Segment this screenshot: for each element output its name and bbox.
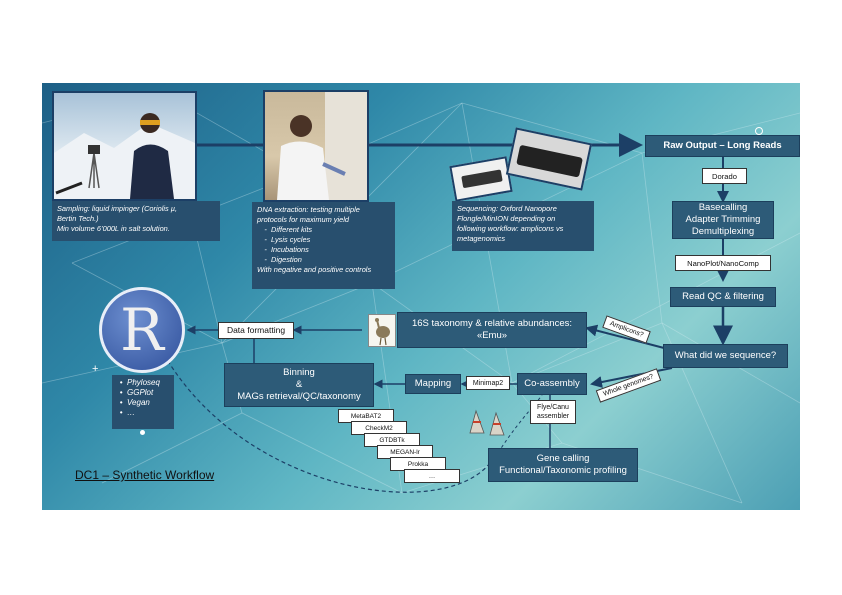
extraction-caption-item: Lysis cycles	[271, 235, 390, 245]
sequencing-photo	[449, 127, 602, 202]
r-package-item: Vegan	[127, 398, 169, 408]
traffic-cones-icon	[469, 409, 505, 436]
binning-line: Binning	[283, 367, 315, 378]
binning-line: &	[295, 379, 303, 390]
tool-item: MetaBAT2	[338, 409, 394, 423]
sequencing-caption-line: following workflow: amplicons vs	[457, 224, 564, 233]
emu-icon	[375, 318, 390, 346]
extraction-caption-list: Different kits Lysis cycles Incubations …	[257, 225, 390, 265]
sparkle-plus-icon: +	[92, 363, 99, 375]
tool-label: …	[428, 472, 436, 480]
sampling-caption: Sampling: liquid impinger (Coriolis µ, B…	[52, 201, 220, 241]
sequencing-caption-line: metagenomics	[457, 234, 506, 243]
sequencing-caption-line: Flongle/MinION depending on	[457, 214, 556, 223]
binning-node: Binning & MAGs retrieval/QC/taxonomy	[224, 363, 374, 407]
tool-label: GTDBTk	[379, 436, 405, 444]
extraction-caption-item: Different kits	[271, 225, 390, 235]
tool-label: MEGAN-lr	[390, 448, 420, 456]
dorado-label: Dorado	[712, 171, 737, 181]
minimap-label: Minimap2	[472, 379, 504, 387]
minimap-node: Minimap2	[466, 376, 510, 390]
mapping-node: Mapping	[405, 374, 461, 394]
r-logo-letter: R	[120, 296, 164, 364]
basecalling-line: Adapter Trimming	[685, 214, 761, 225]
what-sequence-node: What did we sequence?	[663, 344, 788, 368]
coassembly-node: Co-assembly	[517, 373, 587, 395]
minion-device	[505, 127, 593, 191]
arrow-what-to-taxonomy	[585, 324, 665, 349]
r-logo: R	[99, 287, 185, 373]
taxonomy-line: 16S taxonomy & relative abundances:	[411, 318, 572, 329]
slide-title: DC1 – Synthetic Workflow	[75, 468, 215, 482]
flye-node: Flye/Canu assembler	[530, 400, 576, 424]
flye-line: Flye/Canu	[537, 404, 569, 411]
read-qc-label: Read QC & filtering	[682, 291, 764, 302]
flongle-device	[449, 156, 513, 202]
tool-label: Prokka	[407, 460, 429, 468]
r-package-item: …	[127, 408, 169, 418]
flye-line: assembler	[536, 413, 570, 420]
sampling-scene-illustration	[54, 113, 195, 199]
mapping-label: Mapping	[414, 378, 452, 389]
data-formatting-node: Data formatting	[218, 322, 294, 339]
sampling-photo	[52, 91, 197, 201]
extraction-caption-footer: With negative and positive controls	[257, 265, 372, 274]
raw-output-label: Raw Output – Long Reads	[663, 140, 782, 151]
sampling-caption-line: Sampling: liquid impinger (Coriolis µ,	[57, 204, 178, 213]
extraction-photo	[263, 90, 369, 202]
gene-calling-line: Gene calling	[536, 453, 590, 464]
workflow-slide: Sampling: liquid impinger (Coriolis µ, B…	[42, 83, 800, 510]
data-formatting-label: Data formatting	[226, 325, 286, 335]
r-package-item: Phyloseq	[127, 378, 169, 388]
read-qc-node: Read QC & filtering	[670, 287, 776, 307]
gene-calling-node: Gene calling Functional/Taxonomic profil…	[488, 448, 638, 482]
basecalling-node: Basecalling Adapter Trimming Demultiplex…	[672, 201, 774, 239]
sampling-caption-line: Min volume 6’000L in salt solution.	[57, 224, 170, 233]
extraction-scene-illustration	[277, 92, 367, 200]
extraction-caption-item: Digestion	[271, 255, 390, 265]
extraction-caption-item: Incubations	[271, 245, 390, 255]
raw-output-marker	[755, 127, 763, 135]
r-packages: Phyloseq GGPlot Vegan …	[117, 378, 169, 418]
sparkle-dot-icon	[140, 430, 145, 435]
extraction-caption: DNA extraction: testing multiple protoco…	[252, 202, 395, 289]
sampling-caption-line: Bertin Tech.)	[57, 214, 99, 223]
dashed-curve-gene	[491, 394, 543, 464]
tool-item: …	[404, 469, 460, 483]
taxonomy-node: 16S taxonomy & relative abundances: «Emu…	[397, 312, 587, 348]
tool-item: Prokka	[390, 457, 446, 471]
nanoplot-node: NanoPlot/NanoComp	[675, 255, 771, 271]
basecalling-line: Basecalling	[698, 202, 748, 213]
emu-bird-image	[368, 314, 396, 347]
sequencing-caption-line: Sequencing: Oxford Nanopore	[457, 204, 557, 213]
gene-calling-line: Functional/Taxonomic profiling	[499, 465, 627, 476]
extraction-caption-line: protocols for maximum yield	[257, 215, 350, 224]
extraction-caption-line: DNA extraction: testing multiple	[257, 205, 360, 214]
raw-output-node: Raw Output – Long Reads	[645, 135, 800, 157]
basecalling-line: Demultiplexing	[691, 226, 755, 237]
dorado-node: Dorado	[702, 168, 747, 184]
sequencing-caption: Sequencing: Oxford Nanopore Flongle/MinI…	[452, 201, 594, 251]
coassembly-label: Co-assembly	[524, 378, 580, 389]
tool-label: CheckM2	[365, 424, 393, 432]
tool-label: MetaBAT2	[350, 412, 382, 420]
taxonomy-line: «Emu»	[476, 330, 508, 341]
binning-line: MAGs retrieval/QC/taxonomy	[237, 391, 361, 402]
what-sequence-label: What did we sequence?	[674, 350, 777, 361]
r-package-item: GGPlot	[127, 388, 169, 398]
nanoplot-label: NanoPlot/NanoComp	[687, 258, 759, 268]
r-packages-list: Phyloseq GGPlot Vegan …	[112, 375, 174, 429]
